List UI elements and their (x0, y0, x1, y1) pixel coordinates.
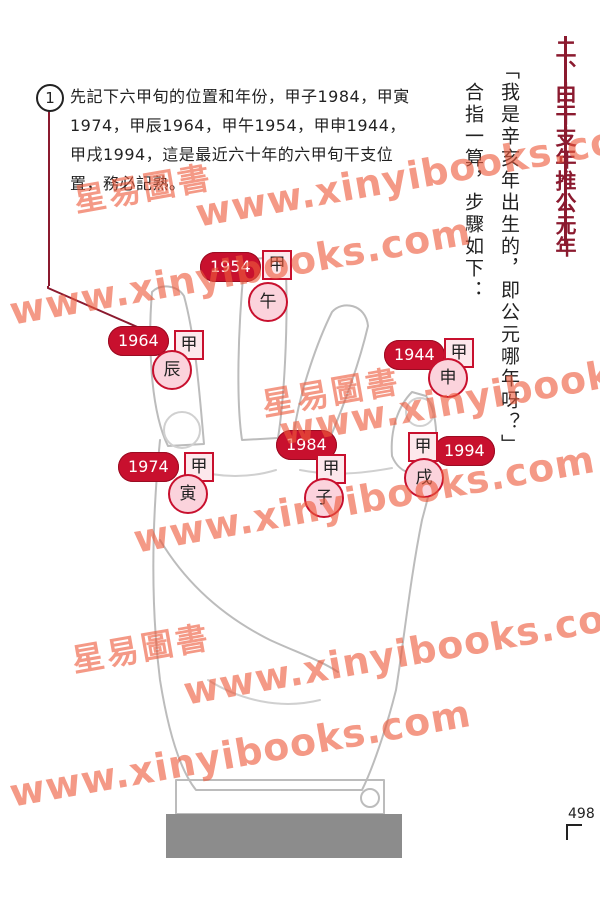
year-label-1994: 1994 (434, 436, 495, 466)
step-number: 1 (36, 84, 64, 112)
stem-box: 甲 (174, 330, 204, 360)
step-text: 先記下六甲旬的位置和年份，甲子1984，甲寅1974，甲辰1964，甲午1954… (70, 87, 410, 193)
stem-box: 甲 (408, 432, 438, 462)
year-label-1964: 1964 (108, 326, 169, 356)
year-label-1974: 1974 (118, 452, 179, 482)
branch-circle: 寅 (168, 474, 208, 514)
stem-box: 甲 (262, 250, 292, 280)
leader-connector (47, 286, 159, 337)
leader-line (48, 110, 50, 286)
sleeve (166, 814, 402, 858)
page-corner-mark (566, 824, 582, 840)
heading-rule (564, 36, 567, 246)
branch-circle: 申 (428, 358, 468, 398)
intro-instruction: 合指一算，步驟如下： (462, 82, 484, 302)
branch-circle: 辰 (152, 350, 192, 390)
branch-circle: 午 (248, 282, 288, 322)
page-number: 498 (568, 806, 595, 822)
intro-question: 「我是辛亥年出生的，即公元哪年呀？」 (498, 60, 520, 456)
year-label-1954: 1954 (200, 252, 261, 282)
year-label-1984: 1984 (276, 430, 337, 460)
branch-circle: 子 (304, 478, 344, 518)
branch-circle: 戌 (404, 458, 444, 498)
section-title: 二、由干支年推公元年 (553, 38, 577, 258)
